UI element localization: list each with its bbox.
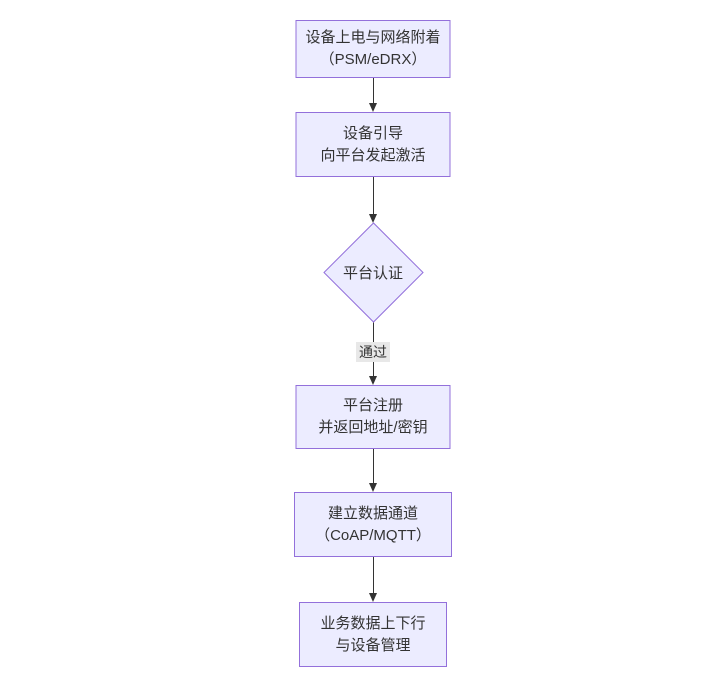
node-power-attach-line1: 设备上电与网络附着 <box>305 29 441 46</box>
node-platform-register: 平台注册 并返回地址/密钥 <box>295 385 451 449</box>
node-platform-auth: 平台认证 <box>322 221 424 323</box>
node-power-attach: 设备上电与网络附着 （PSM/eDRX） <box>295 20 451 78</box>
node-business-data-line1: 业务数据上下行 <box>320 614 426 632</box>
node-bootstrap-line2: 向平台发起激活 <box>320 146 426 164</box>
node-platform-register-line1: 平台注册 <box>342 397 403 414</box>
edge-label-pass: 通过 <box>356 342 390 362</box>
node-platform-auth-label: 平台认证 <box>342 264 403 282</box>
flow-arrow-2 <box>369 177 378 223</box>
node-power-attach-line2: （PSM/eDRX） <box>319 51 427 68</box>
node-platform-register-line2: 并返回地址/密钥 <box>318 419 428 436</box>
node-bootstrap: 设备引导 向平台发起激活 <box>295 112 451 177</box>
node-bootstrap-line1: 设备引导 <box>342 124 403 142</box>
node-business-data: 业务数据上下行 与设备管理 <box>299 602 447 667</box>
flow-arrow-1 <box>369 78 378 112</box>
flow-arrow-4 <box>369 449 378 492</box>
flow-arrow-5 <box>369 557 378 602</box>
node-business-data-line2: 与设备管理 <box>335 636 411 654</box>
node-data-channel: 建立数据通道 （CoAP/MQTT） <box>294 492 452 557</box>
node-data-channel-line2: （CoAP/MQTT） <box>315 526 431 544</box>
node-data-channel-line1: 建立数据通道 <box>327 504 418 522</box>
